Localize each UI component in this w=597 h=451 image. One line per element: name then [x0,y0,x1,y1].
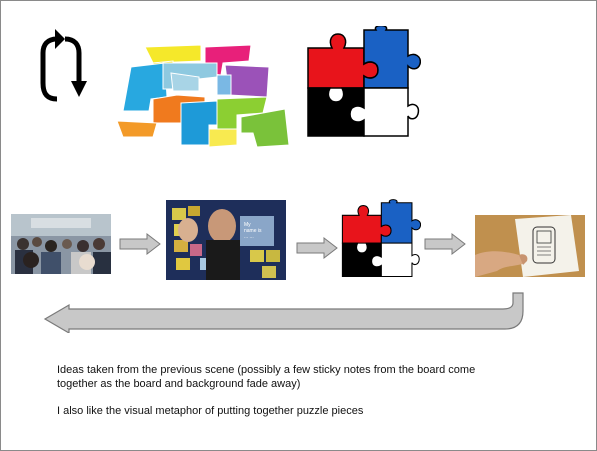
crowd-photo [11,214,111,274]
sticky-note-line-2: name is [244,228,262,234]
caption-line-1: Ideas taken from the previous scene (pos… [57,364,476,390]
right-arrow-icon [119,233,161,255]
slide-caption: Ideas taken from the previous scene (pos… [57,363,477,431]
sticky-note-line-1: My [244,222,251,228]
phone-sketch-photo [475,215,585,277]
right-arrow-icon [296,237,338,259]
right-arrow-icon [424,233,466,255]
sticky-board-photo: My name is ... ... [166,200,286,280]
caption-line-2: I also like the visual metaphor of putti… [57,405,364,417]
sticky-note-line-3: ... ... [244,234,254,240]
cycle-arrows-icon [40,29,87,102]
puzzle-pieces-illustration [307,26,421,137]
tetris-sticky-notes-illustration [116,44,290,148]
puzzle-pieces-small-illustration [341,199,421,278]
return-arrow-icon [43,292,524,333]
